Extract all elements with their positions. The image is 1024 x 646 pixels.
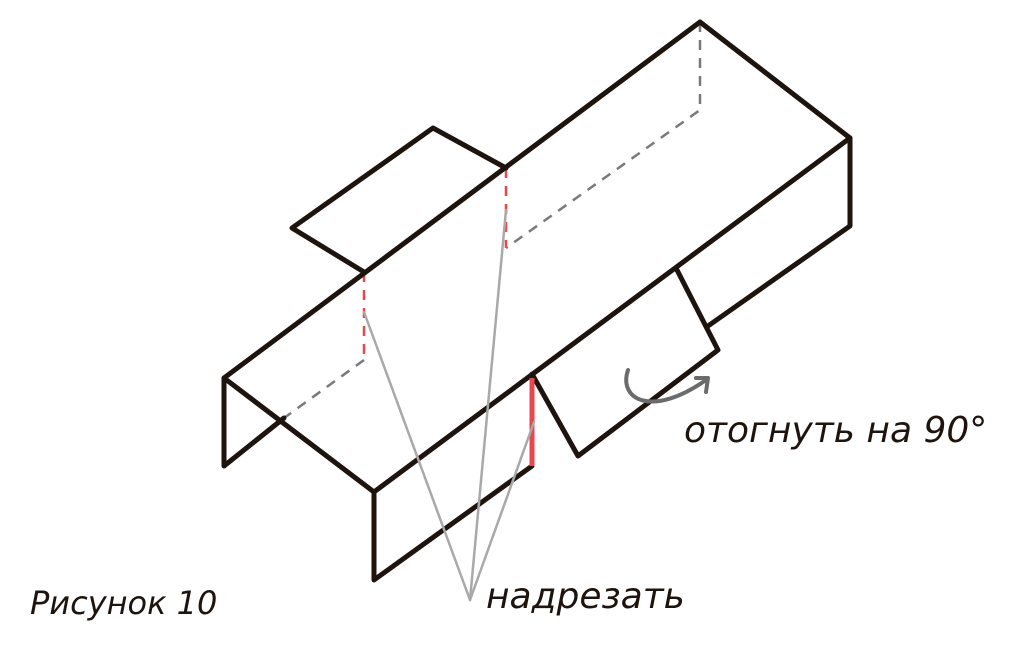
box-outline [221,19,853,583]
fold-note: отогнуть на 90° [684,410,987,451]
pointer-line-left [362,310,472,602]
cut-pointer-lines [362,208,536,602]
hidden-edge-back-left [283,358,365,420]
right-side-face [705,135,853,329]
pointer-line-right [468,420,536,602]
back-flap [289,125,509,275]
cut-note: надрезать [486,576,685,617]
front-side-face [371,463,535,583]
fold-arrow-icon [624,368,710,404]
hidden-edge-back-right [505,22,702,250]
pointer-line-middle [468,208,508,602]
figure-caption: Рисунок 10 [30,584,217,622]
cut-lines-dashed [362,168,508,360]
left-end-flap [221,375,287,469]
